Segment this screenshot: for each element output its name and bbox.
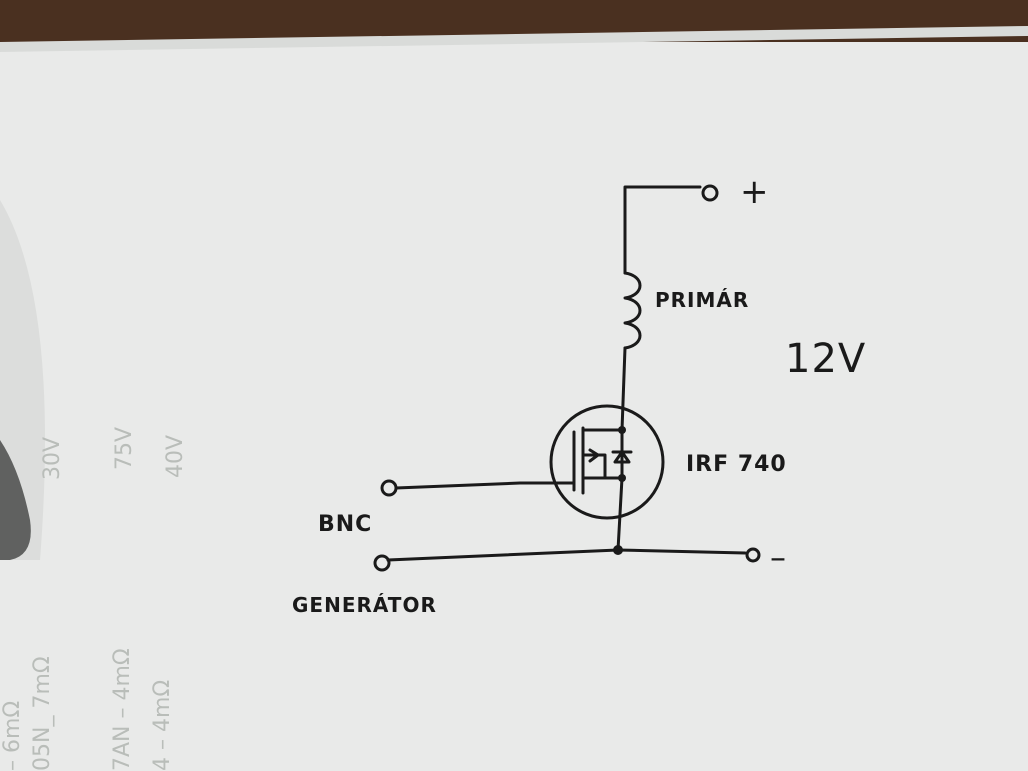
body-diode: [611, 428, 633, 480]
ghost-text-row1: – 6mΩ: [0, 700, 25, 771]
ghost-text-30v: 30V: [40, 436, 65, 480]
mosfet-label: IRF 740: [686, 452, 787, 477]
ghost-text-75v: 75V: [112, 426, 137, 470]
junction-source: [618, 474, 626, 482]
bnc-label: BNC: [318, 512, 373, 537]
primary-coil: [623, 271, 642, 350]
ghost-text-row2: 05N_ 7mΩ: [30, 656, 55, 771]
dark-object-left: [0, 440, 31, 560]
terminal-bnc-ground: [373, 554, 391, 572]
generator-label: GENERÁTOR: [292, 593, 437, 617]
wire-top: [623, 185, 702, 275]
wire-source: [616, 476, 624, 552]
body-stub: [581, 453, 607, 480]
plus-label: +: [740, 172, 770, 212]
wire-drain: [620, 346, 627, 432]
shadow-left: [0, 200, 45, 560]
terminal-minus: [745, 547, 761, 563]
voltage-label: 12V: [785, 336, 867, 382]
terminal-bnc-signal: [380, 479, 398, 497]
ghost-text-row3: 7AN – 4mΩ: [110, 648, 135, 771]
ghost-text-row4: 4 – 4mΩ: [150, 679, 175, 771]
arrow: [588, 448, 600, 463]
ghost-text-40v: 40V: [163, 434, 188, 478]
junction-ground: [613, 545, 623, 555]
paper-top-edge: [0, 26, 1028, 52]
wire-gate: [394, 481, 576, 490]
mosfet-circle: [549, 404, 665, 520]
wire-ground: [386, 548, 747, 562]
junction-drain: [618, 426, 626, 434]
primar-label: PRIMÁR: [655, 288, 750, 312]
minus-label: –: [770, 538, 787, 576]
terminal-plus: [701, 184, 719, 202]
